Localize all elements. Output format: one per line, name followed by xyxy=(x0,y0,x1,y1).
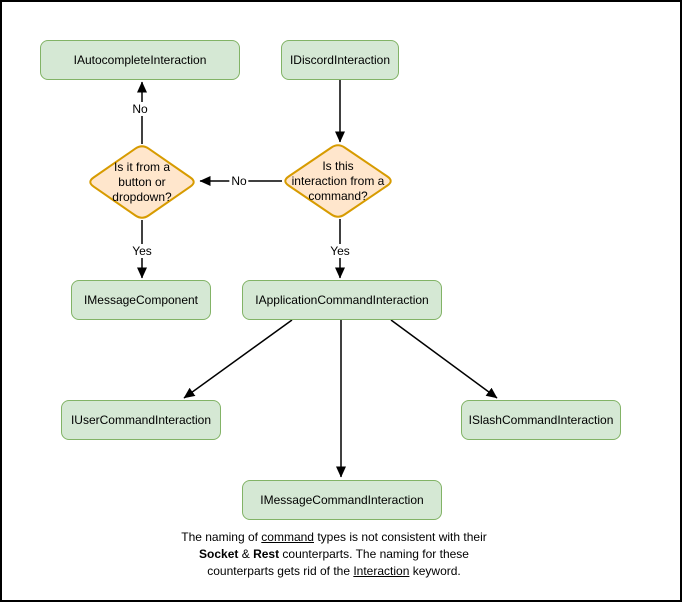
node-label: IApplicationCommandInteraction xyxy=(255,292,429,307)
diamond-shape-icon xyxy=(89,145,195,219)
decision-button-or-dropdown: Is it from a button or dropdown? xyxy=(87,144,197,220)
node-label: IMessageComponent xyxy=(83,292,199,307)
note-line-3: counterparts gets rid of the Interaction… xyxy=(207,564,461,578)
node-label: IAutocompleteInteraction xyxy=(73,52,207,67)
node-application-command-interaction: IApplicationCommandInteraction xyxy=(242,280,442,320)
diamond-shape-icon xyxy=(284,144,392,218)
note-line-2: Socket & Rest counterparts. The naming f… xyxy=(199,547,469,561)
node-label: IUserCommandInteraction xyxy=(70,412,212,427)
node-user-command-interaction: IUserCommandInteraction xyxy=(61,400,221,440)
node-label: IMessageCommandInteraction xyxy=(260,492,424,507)
node-message-component: IMessageComponent xyxy=(71,280,211,320)
edge-label-no-to-autocomplete: No xyxy=(130,102,150,116)
decision-label: Is it from a button or dropdown? xyxy=(112,159,172,204)
decision-from-command: Is this interaction from a command? xyxy=(282,143,394,219)
node-slash-command-interaction: ISlashCommandInteraction xyxy=(461,400,621,440)
note-line-1: The naming of command types is not consi… xyxy=(181,530,487,544)
edge-label-yes-to-application-command: Yes xyxy=(328,244,352,258)
note-text: The naming of command types is not consi… xyxy=(164,529,504,580)
edge-label-no-to-button-dropdown: No xyxy=(229,174,249,188)
node-message-command-interaction: IMessageCommandInteraction xyxy=(242,480,442,520)
node-discord-interaction: IDiscordInteraction xyxy=(281,40,399,80)
connector-application-to-slash-command xyxy=(390,319,498,399)
decision-label: Is this interaction from a command? xyxy=(291,158,385,203)
edge-label-yes-to-message-component: Yes xyxy=(130,244,154,258)
node-label: IDiscordInteraction xyxy=(289,52,391,67)
connector-application-to-user-command xyxy=(183,319,293,399)
node-label: ISlashCommandInteraction xyxy=(468,412,614,427)
node-autocomplete-interaction: IAutocompleteInteraction xyxy=(40,40,240,80)
